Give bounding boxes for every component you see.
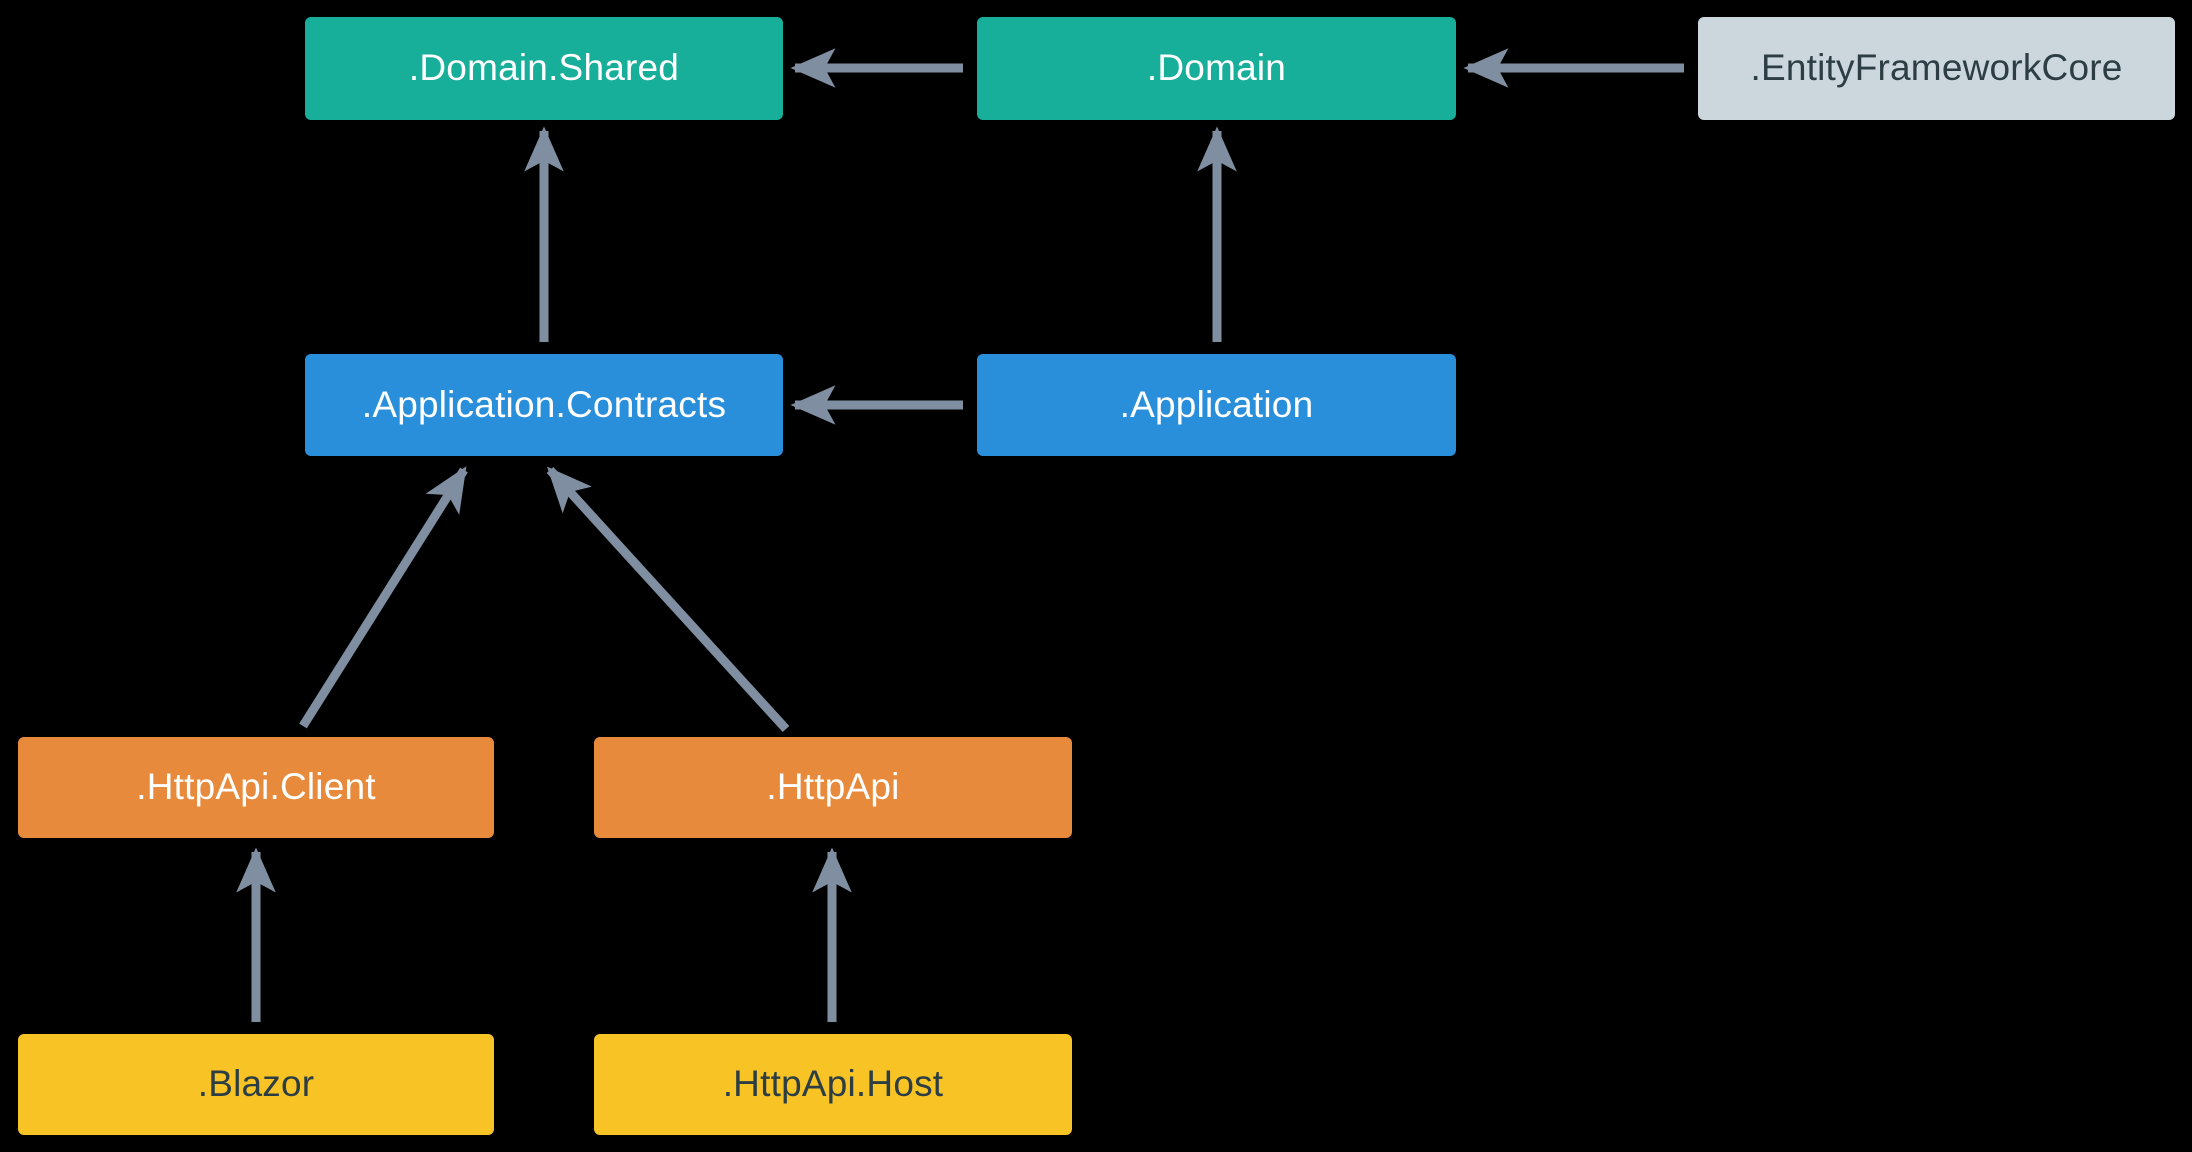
node-entity-framework-core[interactable]: .EntityFrameworkCore xyxy=(1698,17,2175,120)
node-domain[interactable]: .Domain xyxy=(977,17,1456,120)
node-label: .Application xyxy=(1119,383,1314,425)
node-httpapi[interactable]: .HttpApi xyxy=(594,737,1072,838)
node-label: .HttpApi.Host xyxy=(722,1063,944,1105)
node-application[interactable]: .Application xyxy=(977,354,1456,456)
node-domain-shared[interactable]: .Domain.Shared xyxy=(305,17,783,120)
node-label: .HttpApi xyxy=(766,766,900,808)
node-label: .Application.Contracts xyxy=(361,383,727,425)
node-label: .HttpApi.Client xyxy=(136,766,376,808)
node-label: .EntityFrameworkCore xyxy=(1750,47,2123,89)
node-label: .Domain.Shared xyxy=(408,47,680,89)
node-blazor[interactable]: .Blazor xyxy=(18,1034,494,1135)
node-httpapi-host[interactable]: .HttpApi.Host xyxy=(594,1034,1072,1135)
node-label: .Blazor xyxy=(197,1063,315,1105)
dependency-arrow xyxy=(546,466,790,733)
dependency-arrow xyxy=(299,466,468,729)
node-application-contracts[interactable]: .Application.Contracts xyxy=(305,354,783,456)
node-httpapi-client[interactable]: .HttpApi.Client xyxy=(18,737,494,838)
node-label: .Domain xyxy=(1146,47,1287,89)
